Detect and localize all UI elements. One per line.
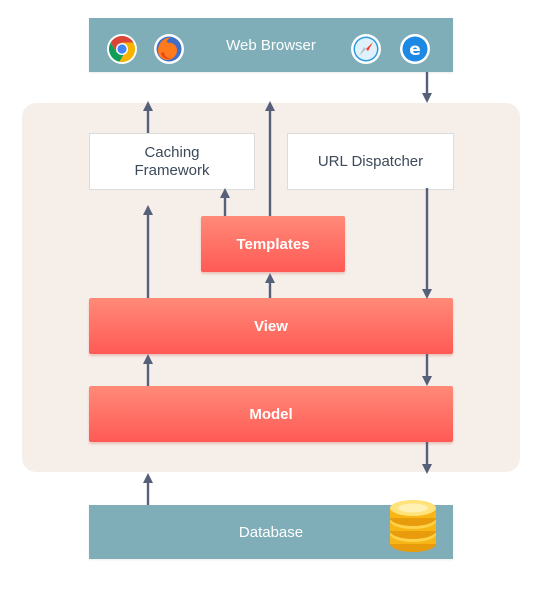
url-dispatcher-box: URL Dispatcher: [287, 133, 454, 190]
database-label: Database: [238, 523, 304, 541]
caching-framework-box: Caching Framework: [89, 133, 255, 190]
safari-icon: [350, 33, 382, 65]
caching-framework-label: Caching Framework: [134, 143, 210, 179]
model-box: Model: [89, 386, 453, 442]
internet-explorer-icon: e: [399, 33, 431, 65]
view-box: View: [89, 298, 453, 354]
firefox-icon: [153, 33, 185, 65]
model-label: Model: [249, 405, 293, 423]
web-browser-label: Web Browser: [226, 36, 316, 54]
database-icon: [388, 494, 438, 556]
view-label: View: [254, 317, 288, 335]
chrome-icon: [106, 33, 138, 65]
svg-text:e: e: [409, 40, 421, 60]
templates-label: Templates: [236, 235, 310, 253]
templates-box: Templates: [201, 216, 345, 272]
web-browser-bar: Web Browser: [89, 18, 453, 72]
url-dispatcher-label: URL Dispatcher: [317, 152, 424, 170]
